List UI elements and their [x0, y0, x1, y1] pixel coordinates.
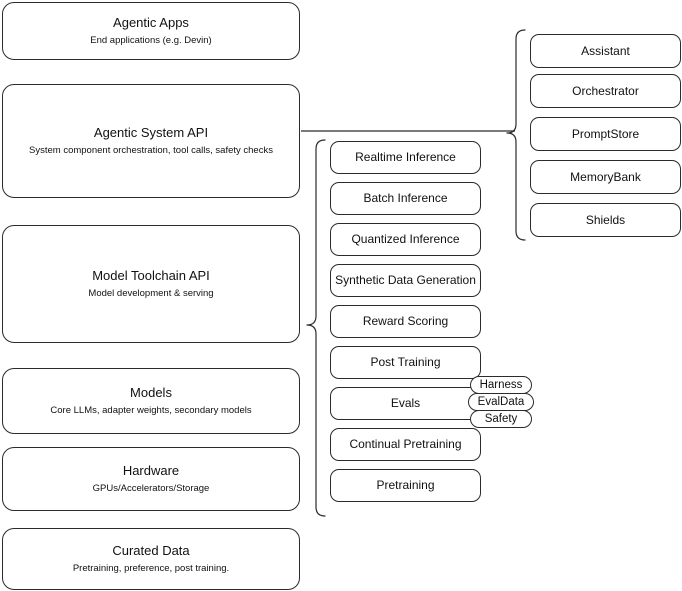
toolchain-item-label: Continual Pretraining: [349, 437, 462, 451]
stack-layer-title: Hardware: [122, 463, 180, 478]
stack-layer-title: Agentic Apps: [113, 15, 189, 30]
agentic-component-memorybank[interactable]: MemoryBank: [530, 160, 681, 194]
toolchain-item-label: Pretraining: [376, 478, 435, 492]
stack-layer-title: Curated Data: [112, 543, 190, 558]
toolchain-item-continual-pretraining[interactable]: Continual Pretraining: [330, 428, 481, 461]
agentic-component-shields[interactable]: Shields: [530, 203, 681, 237]
toolchain-item-label: Realtime Inference: [355, 150, 456, 164]
agentic-brace-path: [506, 29, 526, 241]
toolchain-item-label: Batch Inference: [363, 191, 448, 205]
agentic-component-label: PromptStore: [571, 126, 640, 141]
toolchain-item-label: Evals: [390, 396, 421, 410]
stack-layer-model-toolchain-api[interactable]: Model Toolchain API Model development & s…: [2, 225, 300, 343]
toolchain-item-label: Reward Scoring: [362, 314, 449, 328]
stack-layer-subtitle: GPUs/Accelerators/Storage: [92, 483, 210, 494]
toolchain-item-pretraining[interactable]: Pretraining: [330, 469, 481, 502]
agentic-component-label: MemoryBank: [570, 169, 641, 184]
eval-chip-evaldata[interactable]: EvalData: [468, 393, 534, 411]
eval-chip-label: EvalData: [477, 396, 525, 408]
eval-chip-safety[interactable]: Safety: [470, 410, 532, 428]
toolchain-item-label: Quantized Inference: [351, 232, 460, 246]
agentic-component-promptstore[interactable]: PromptStore: [530, 117, 681, 151]
toolchain-item-batch-inference[interactable]: Batch Inference: [330, 182, 481, 215]
stack-layer-subtitle: Model development & serving: [88, 288, 214, 299]
toolchain-item-label: Post Training: [370, 355, 441, 369]
toolchain-item-realtime-inference[interactable]: Realtime Inference: [330, 141, 481, 174]
toolchain-item-label: Synthetic Data Generation: [335, 273, 476, 287]
stack-layer-title: Models: [130, 385, 172, 400]
stack-layer-subtitle: Core LLMs, adapter weights, secondary mo…: [50, 405, 252, 416]
stack-layer-subtitle: Pretraining, preference, post training.: [72, 563, 230, 574]
stack-layer-title: Agentic System API: [93, 125, 209, 140]
agentic-component-assistant[interactable]: Assistant: [530, 34, 681, 68]
toolchain-item-quantized-inference[interactable]: Quantized Inference: [330, 223, 481, 256]
eval-chip-harness[interactable]: Harness: [470, 376, 532, 394]
toolchain-item-synthetic-data-generation[interactable]: Synthetic Data Generation: [330, 264, 481, 297]
toolchain-item-evals[interactable]: Evals: [330, 387, 481, 420]
toolchain-item-post-training[interactable]: Post Training: [330, 346, 481, 379]
eval-chip-label: Harness: [479, 379, 523, 391]
stack-layer-subtitle: System component orchestration, tool cal…: [29, 145, 273, 156]
agentic-component-label: Assistant: [581, 43, 630, 58]
toolchain-brace-path: [306, 139, 326, 517]
agentic-component-label: Orchestrator: [572, 83, 639, 98]
stack-layer-agentic-system-api[interactable]: Agentic System API System component orche…: [2, 84, 300, 198]
toolchain-item-reward-scoring[interactable]: Reward Scoring: [330, 305, 481, 338]
agentic-component-label: Shields: [585, 212, 626, 227]
stack-layer-subtitle: End applications (e.g. Devin): [90, 35, 212, 46]
stack-layer-title: Model Toolchain API: [92, 268, 210, 283]
eval-chip-label: Safety: [484, 413, 518, 425]
agentic-component-orchestrator[interactable]: Orchestrator: [530, 74, 681, 108]
